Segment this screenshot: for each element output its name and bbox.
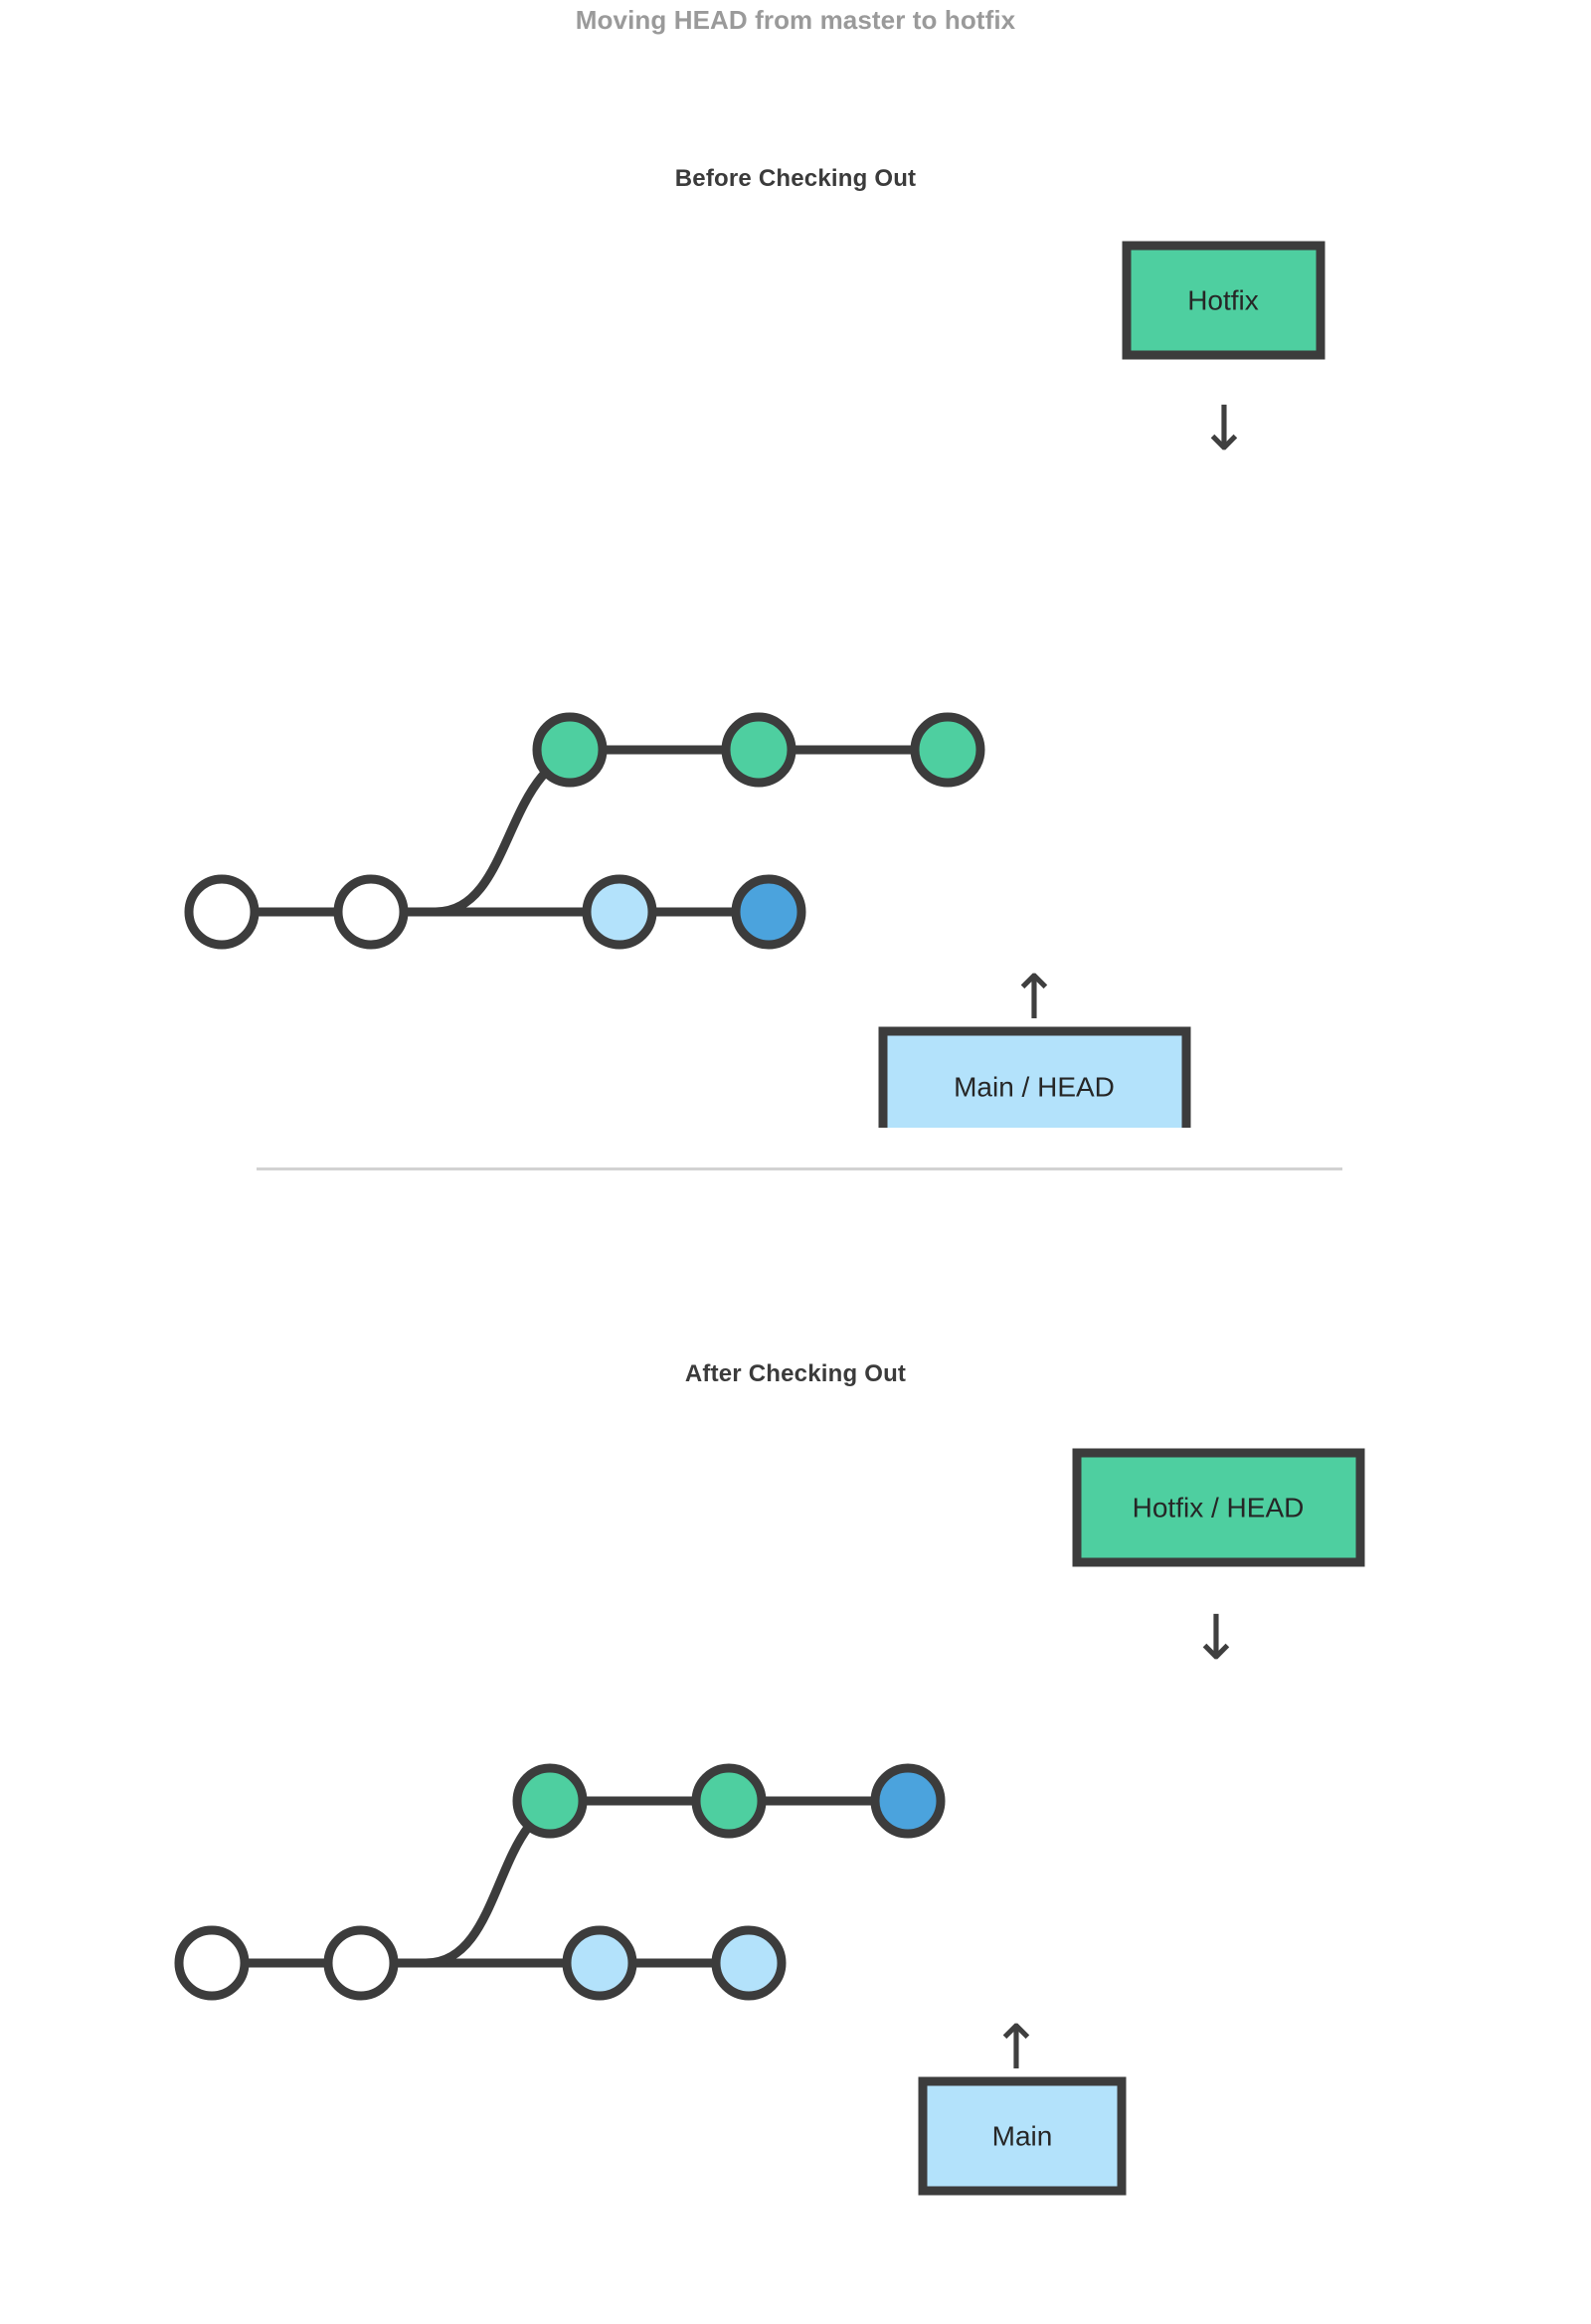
git-graph-after: Hotfix / HEAD ↓ ↑ Main	[0, 1388, 1591, 2283]
arrow-up-icon-main: ↑	[1008, 961, 1060, 1033]
main-label-text: Main	[992, 2120, 1053, 2151]
commit-node-hotfix-1[interactable]	[532, 712, 608, 788]
hotfix-head-label-box[interactable]: Hotfix / HEAD	[1072, 1448, 1365, 1567]
commit-node-main-2[interactable]	[323, 1925, 399, 2001]
git-graph-svg-after: Hotfix / HEAD ↓ ↑ Main	[174, 1448, 1365, 2196]
commit-node-hotfix-1[interactable]	[512, 1763, 588, 1839]
main-label-box[interactable]: Main	[918, 2076, 1127, 2196]
hotfix-head-label-text: Hotfix / HEAD	[1133, 1492, 1305, 1522]
hotfix-label-box[interactable]: Hotfix	[1122, 241, 1326, 360]
commit-node-hotfix-2[interactable]	[691, 1763, 767, 1839]
page-title: Moving HEAD from master to hotfix	[575, 4, 1016, 35]
panel-title-before: Before Checking Out	[674, 165, 917, 192]
panel-title-after: After Checking Out	[684, 1360, 907, 1387]
commit-node-main-1[interactable]	[174, 1925, 250, 2001]
commit-node-main-3[interactable]	[582, 874, 657, 950]
panel-before-checking-out: Before Checking Out Hotfix ↓	[0, 119, 1591, 1128]
main-head-label-rect[interactable]	[878, 1026, 1191, 1128]
commit-node-hotfix-3[interactable]	[910, 712, 985, 788]
arrow-up-icon-main: ↑	[990, 2011, 1042, 2083]
commit-node-main-4-head[interactable]	[731, 874, 806, 950]
commit-node-main-2[interactable]	[333, 874, 409, 950]
commit-node-main-4[interactable]	[711, 1925, 787, 2001]
commit-node-main-1[interactable]	[184, 874, 260, 950]
commit-node-hotfix-2[interactable]	[721, 712, 796, 788]
commit-node-main-3[interactable]	[562, 1925, 637, 2001]
arrow-down-icon-hotfix: ↓	[1198, 392, 1250, 464]
main-label-rect[interactable]	[918, 2076, 1127, 2196]
hotfix-label-text: Hotfix	[1187, 284, 1259, 315]
arrow-down-icon-hotfix: ↓	[1190, 1601, 1242, 1674]
main-head-label-text: Main / HEAD	[954, 1071, 1115, 1102]
git-graph-svg-before: Hotfix ↓ ↑ Main / HEAD	[184, 241, 1326, 1128]
git-graph-before: Hotfix ↓ ↑ Main / HEAD	[0, 193, 1591, 1128]
main-head-label-box[interactable]: Main / HEAD	[878, 1026, 1191, 1128]
panel-after-checking-out: After Checking Out Hotfix / HEAD ↓	[0, 1323, 1591, 2247]
hotfix-head-label-rect[interactable]	[1072, 1448, 1365, 1567]
section-divider	[257, 1167, 1342, 1170]
page-header: Moving HEAD from master to hotfix	[0, 0, 1591, 40]
commit-node-hotfix-3-head[interactable]	[870, 1763, 946, 1839]
hotfix-label-rect[interactable]	[1122, 241, 1326, 360]
